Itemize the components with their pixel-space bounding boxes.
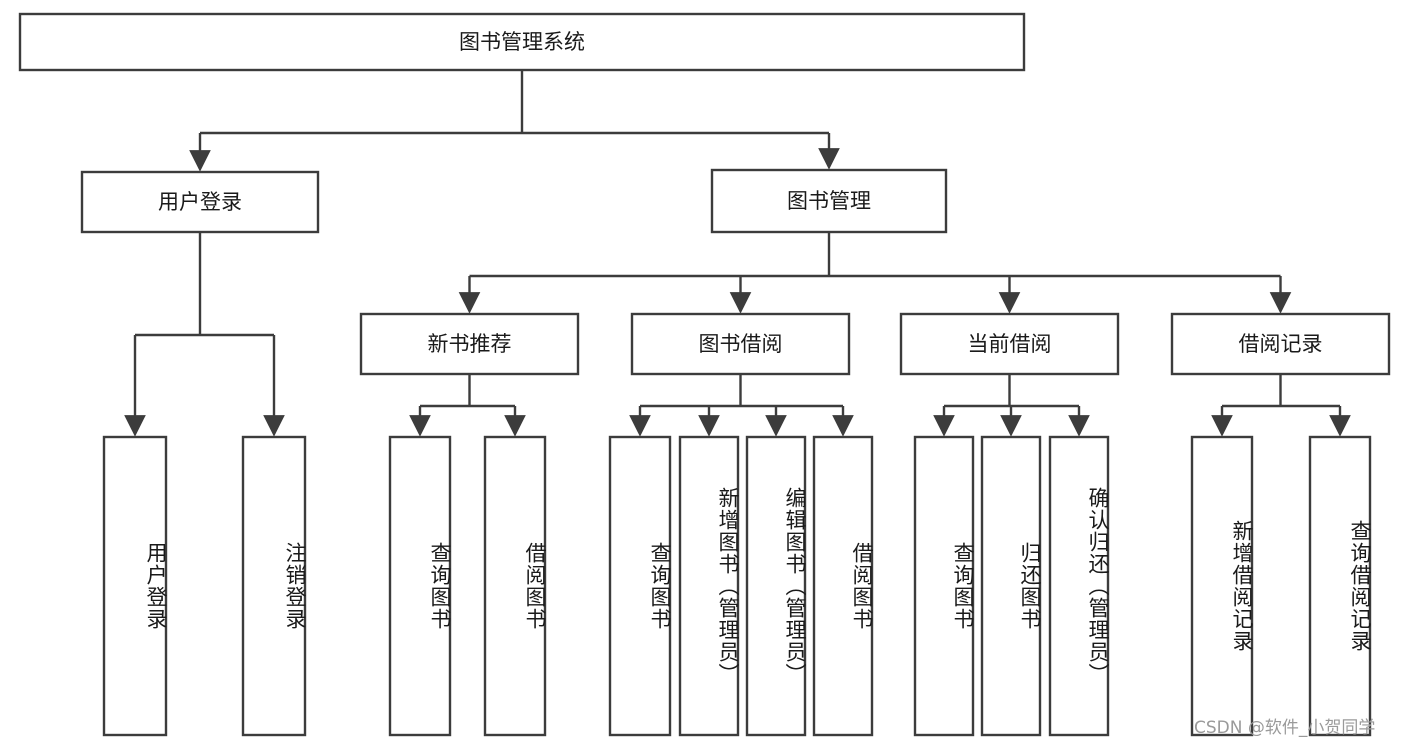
level2-label-1: 图书管理 (787, 189, 871, 213)
leaf-box-2[interactable] (388, 435, 452, 737)
watermark-text: CSDN @软件_小贺同学 (1194, 718, 1376, 738)
leaf-box-3[interactable] (483, 435, 547, 737)
level2-box-0[interactable] (80, 170, 320, 234)
level3-label-0: 新书推荐 (428, 332, 512, 356)
level3-box-0[interactable] (359, 312, 580, 376)
leaf-box-5[interactable] (678, 435, 740, 737)
level3-label-2: 当前借阅 (968, 332, 1052, 356)
leaf-box-8[interactable] (913, 435, 975, 737)
level2-label-0: 用户登录 (158, 190, 242, 214)
node-box-group (18, 12, 1391, 737)
leaf-box-12[interactable] (1308, 435, 1372, 737)
level3-label-3: 借阅记录 (1239, 332, 1323, 356)
level3-box-3[interactable] (1170, 312, 1391, 376)
connector-group (124, 70, 1351, 437)
leaf-box-0[interactable] (102, 435, 168, 737)
leaf-box-11[interactable] (1190, 435, 1254, 737)
root-box-root[interactable] (18, 12, 1026, 72)
leaf-box-9[interactable] (980, 435, 1042, 737)
leaf-box-4[interactable] (608, 435, 672, 737)
leaf-box-7[interactable] (812, 435, 874, 737)
level3-box-1[interactable] (630, 312, 851, 376)
leaf-box-1[interactable] (241, 435, 307, 737)
root-label-root: 图书管理系统 (459, 30, 585, 54)
leaf-box-10[interactable] (1048, 435, 1110, 737)
level3-box-2[interactable] (899, 312, 1120, 376)
level2-box-1[interactable] (710, 168, 948, 234)
level3-label-1: 图书借阅 (699, 332, 783, 356)
leaf-box-6[interactable] (745, 435, 807, 737)
